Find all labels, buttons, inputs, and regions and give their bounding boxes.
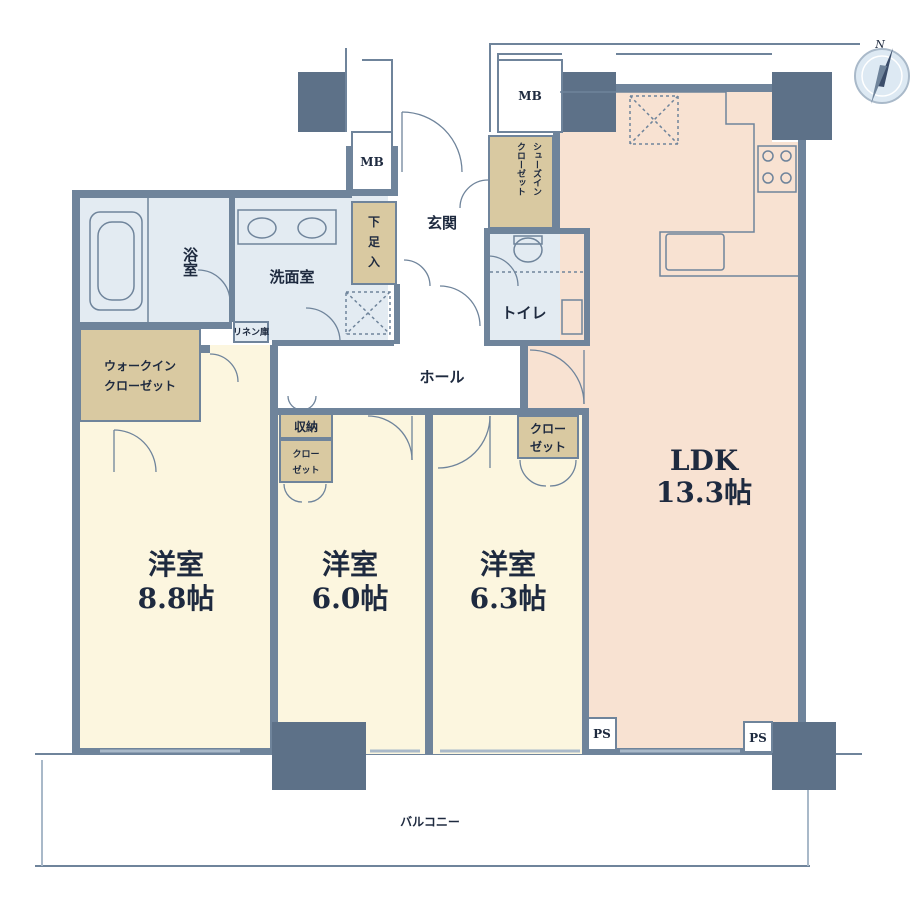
mb-top-box <box>497 59 563 133</box>
hall-label: ホール <box>419 368 464 386</box>
shoe-rack-label-2: 足 <box>368 235 380 249</box>
labels: LDK 13.3帖 洋室 8.8帖 洋室 6.0帖 洋室 6.3帖 浴室 洗面室… <box>104 89 767 829</box>
linen-closet <box>233 321 269 343</box>
closet-b2-label-1: クロー <box>292 449 319 460</box>
ps-right-box <box>743 721 773 753</box>
shoe-rack-label-3: 入 <box>368 255 380 269</box>
shoe-rack <box>351 201 397 285</box>
column-se <box>772 722 836 790</box>
closet-b3-label-2: ゼット <box>530 439 566 454</box>
stove <box>757 145 797 193</box>
sink <box>665 233 725 271</box>
entrance-label: 玄関 <box>427 214 457 232</box>
column-s <box>272 722 366 790</box>
toilet-label: トイレ <box>501 304 546 322</box>
bedroom1-name: 洋室 <box>148 548 204 581</box>
bath-fixtures <box>89 196 584 335</box>
fridge-space <box>629 95 679 145</box>
kitchen-counter <box>560 91 800 277</box>
ps-left-label: PS <box>593 727 611 741</box>
bedroom1-size: 8.8帖 <box>138 582 215 615</box>
utility-boxes <box>351 59 773 753</box>
bedroom2-size: 6.0帖 <box>312 582 389 615</box>
washroom-label: 洗面室 <box>269 268 314 286</box>
bath-label: 浴室 <box>181 246 199 277</box>
washer-space <box>345 291 391 335</box>
ps-left-box <box>587 717 617 751</box>
mb-top-label: MB <box>518 89 541 103</box>
bedroom3-size: 6.3帖 <box>470 582 547 615</box>
ldk-name: LDK <box>670 444 740 477</box>
ps-right-label: PS <box>749 731 767 745</box>
compass-icon: N <box>854 38 910 104</box>
bedroom3-floor <box>432 414 584 754</box>
bathtub <box>89 211 143 311</box>
compass-north-label: N <box>874 38 885 51</box>
closet-b3-label-1: クロー <box>530 422 566 436</box>
shoes-in-closet <box>488 135 554 229</box>
closet-b2-label-2: ゼット <box>292 464 319 476</box>
shoes-closet-label-1: シューズイン <box>531 142 542 196</box>
mb-left-label: MB <box>360 155 383 169</box>
balcony <box>35 753 862 867</box>
storage-label: 収納 <box>294 419 318 434</box>
bedroom3-name: 洋室 <box>480 548 536 581</box>
doors <box>113 111 585 503</box>
walkin-label-1: ウォークイン <box>104 359 176 373</box>
kitchen <box>560 91 800 277</box>
walkin-closet <box>79 328 201 422</box>
closets <box>79 135 579 483</box>
shoe-rack-label-1: 下 <box>368 215 380 229</box>
column-n <box>562 72 616 132</box>
columns <box>272 72 836 790</box>
wash-basin <box>237 209 337 245</box>
column-nw <box>298 72 346 132</box>
walkin-label-2: クローゼット <box>104 378 176 393</box>
storage-closet <box>279 413 333 439</box>
mb-left-box <box>351 131 393 191</box>
closet-b2 <box>279 439 333 483</box>
ldk-floor <box>528 90 800 754</box>
room-floors <box>78 90 800 754</box>
balcony-label: バルコニー <box>400 815 460 829</box>
ldk-size: 13.3帖 <box>656 476 752 509</box>
closet-b3 <box>517 415 579 459</box>
shoes-closet-label-2: クローゼット <box>515 142 526 196</box>
column-ne <box>772 72 832 140</box>
bath-floor <box>78 196 230 322</box>
toilet-bowl <box>513 237 543 263</box>
bedroom2-name: 洋室 <box>322 548 378 581</box>
linen-label: リネン庫 <box>233 326 269 338</box>
